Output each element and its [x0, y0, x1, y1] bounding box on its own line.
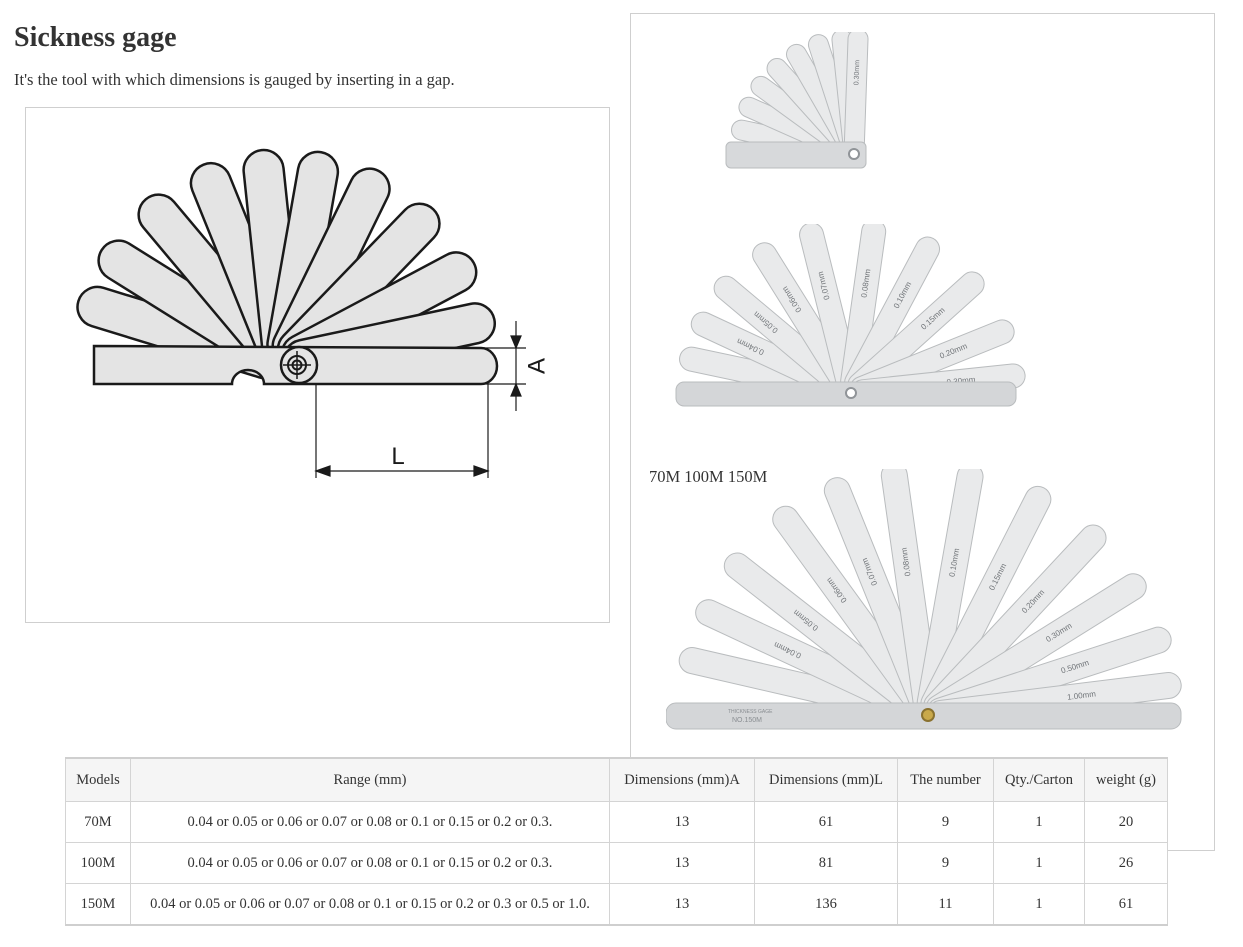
gauge-blade: 0.04mm	[695, 599, 930, 724]
gauge-blade: 0.08mm	[840, 224, 887, 394]
cell-dimension-a: 13	[609, 801, 755, 843]
cell-dimension-l: 81	[754, 842, 898, 884]
fan-70m: 0.30mm	[728, 32, 869, 165]
header-range: Range (mm)	[130, 757, 610, 802]
gauge-diagram: A L	[76, 148, 550, 478]
cell-dimension-a: 13	[609, 842, 755, 884]
cell-weight: 20	[1084, 801, 1168, 843]
gauge-blade: 0.20mm	[923, 524, 1107, 719]
table-row: 70M 0.04 or 0.05 or 0.06 or 0.07 or 0.08…	[65, 801, 1168, 843]
cell-qty-carton: 1	[993, 842, 1085, 884]
cell-range: 0.04 or 0.05 or 0.06 or 0.07 or 0.08 or …	[130, 801, 610, 843]
dimension-a-marker	[484, 321, 526, 411]
cell-weight: 26	[1084, 842, 1168, 884]
fan-150m-handle-line1: THICKNESS GAGE	[728, 709, 773, 715]
table-row: 100M 0.04 or 0.05 or 0.06 or 0.07 or 0.0…	[65, 842, 1168, 884]
cell-model: 100M	[65, 842, 131, 884]
cell-model: 150M	[65, 883, 131, 926]
dimension-a-label: A	[523, 358, 550, 374]
cell-number: 9	[897, 842, 994, 884]
header-qty-carton: Qty./Carton	[993, 757, 1085, 802]
cell-range: 0.04 or 0.05 or 0.06 or 0.07 or 0.08 or …	[130, 883, 610, 926]
gauge-blade: 0.30mm	[843, 32, 869, 155]
table-header-row: Models Range (mm) Dimensions (mm)A Dimen…	[65, 757, 1168, 802]
table-row: 150M 0.04 or 0.05 or 0.06 or 0.07 or 0.0…	[65, 883, 1168, 926]
blade-thickness-label: 0.08mm	[859, 268, 872, 298]
fan-70m-base	[725, 141, 867, 169]
fan-100m-rivet	[845, 387, 857, 399]
cell-qty-carton: 1	[993, 883, 1085, 926]
dimension-l-label: L	[391, 443, 404, 470]
cell-dimension-l: 136	[754, 883, 898, 926]
gauge-diagram-frame: A L	[25, 107, 610, 623]
spec-table: Models Range (mm) Dimensions (mm)A Dimen…	[65, 757, 1168, 926]
fan-150m-rivet	[921, 708, 935, 722]
header-dimension-l: Dimensions (mm)L	[754, 757, 898, 802]
gauge-blade: 0.05mm	[723, 552, 932, 721]
photo-gauge-70m: 0.30mm	[725, 32, 869, 169]
cell-model: 70M	[65, 801, 131, 843]
fan-150m-handle-line2: NO.150M	[732, 717, 762, 724]
blade-thickness-label: 0.08mm	[899, 547, 912, 577]
fan-70m-rivet	[848, 148, 860, 160]
blade-thickness-label: 0.30mm	[853, 60, 861, 86]
header-models: Models	[65, 757, 131, 802]
dimension-l-marker	[314, 384, 490, 478]
cell-dimension-l: 61	[754, 801, 898, 843]
cell-weight: 61	[1084, 883, 1168, 926]
page-description: It's the tool with which dimensions is g…	[14, 70, 455, 89]
header-number: The number	[897, 757, 994, 802]
blade-thickness-label: 1.00mm	[1067, 689, 1097, 701]
cell-number: 11	[897, 883, 994, 926]
models-caption: 70M 100M 150M	[649, 467, 768, 486]
header-dimension-a: Dimensions (mm)A	[609, 757, 755, 802]
cell-qty-carton: 1	[993, 801, 1085, 843]
cell-number: 9	[897, 801, 994, 843]
cell-dimension-a: 13	[609, 883, 755, 926]
page-title: Sickness gage	[14, 22, 177, 53]
crosshair-icon	[283, 351, 311, 379]
header-weight: weight (g)	[1084, 757, 1168, 802]
cell-range: 0.04 or 0.05 or 0.06 or 0.07 or 0.08 or …	[130, 842, 610, 884]
gauge-blade: 0.10mm	[844, 236, 941, 395]
